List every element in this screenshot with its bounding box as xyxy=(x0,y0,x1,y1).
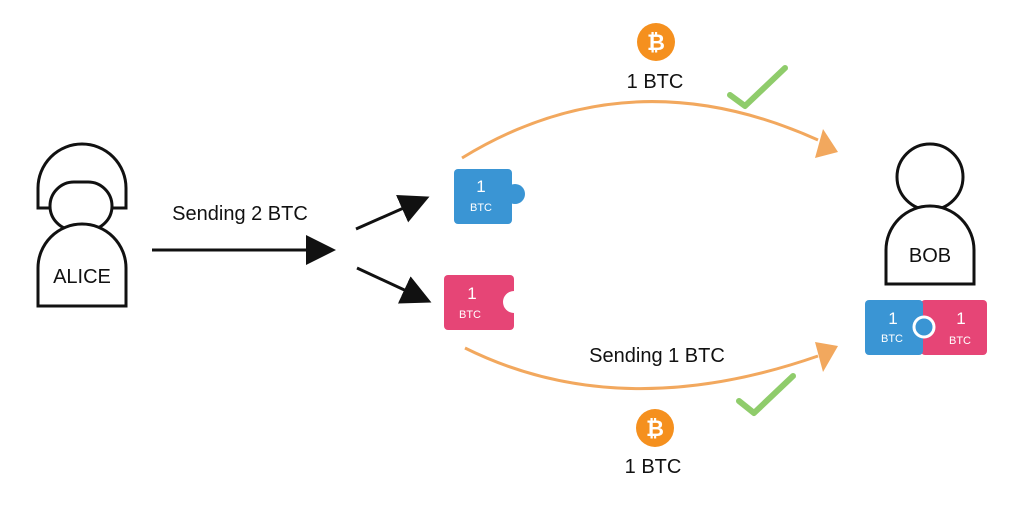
combined-left-unit: BTC xyxy=(881,333,903,345)
bottom-check-icon xyxy=(736,373,796,416)
alice-figure xyxy=(36,142,128,308)
svg-text:₿: ₿ xyxy=(647,31,665,56)
combined-left-amount: 1 xyxy=(888,309,897,328)
combined-right-amount: 1 xyxy=(956,309,965,328)
bob-figure xyxy=(884,142,976,286)
bitcoin-coin-icon: ₿ xyxy=(636,409,674,447)
top-transfer-arrow xyxy=(461,100,838,160)
alice-label: ALICE xyxy=(53,266,111,288)
svg-text:₿: ₿ xyxy=(646,417,664,442)
pink-puzzle-piece: 1 BTC xyxy=(444,275,525,330)
top-amount-label: 1 BTC xyxy=(627,71,684,93)
bottom-transfer-arrow xyxy=(464,342,838,391)
combined-puzzle: 1 BTC 1 BTC xyxy=(865,300,987,355)
split-arrow-down xyxy=(356,266,432,304)
bob-head xyxy=(895,142,965,212)
bitcoin-coin-icon: ₿ xyxy=(637,23,675,61)
sending-1-label: Sending 1 BTC xyxy=(589,345,725,367)
blue-piece-unit: BTC xyxy=(470,202,492,214)
pink-piece-unit: BTC xyxy=(459,309,481,321)
alice-body xyxy=(36,222,128,308)
sending-2-label: Sending 2 BTC xyxy=(172,203,308,225)
bottom-amount-label: 1 BTC xyxy=(625,456,682,478)
split-arrow-up xyxy=(355,194,430,231)
pink-piece-amount: 1 xyxy=(467,284,476,303)
bob-label: BOB xyxy=(909,245,951,267)
blue-puzzle-piece: 1 BTC xyxy=(454,169,525,224)
bob-body xyxy=(884,204,976,286)
blue-piece-amount: 1 xyxy=(476,177,485,196)
combined-right-unit: BTC xyxy=(949,335,971,347)
top-check-icon xyxy=(727,65,788,109)
